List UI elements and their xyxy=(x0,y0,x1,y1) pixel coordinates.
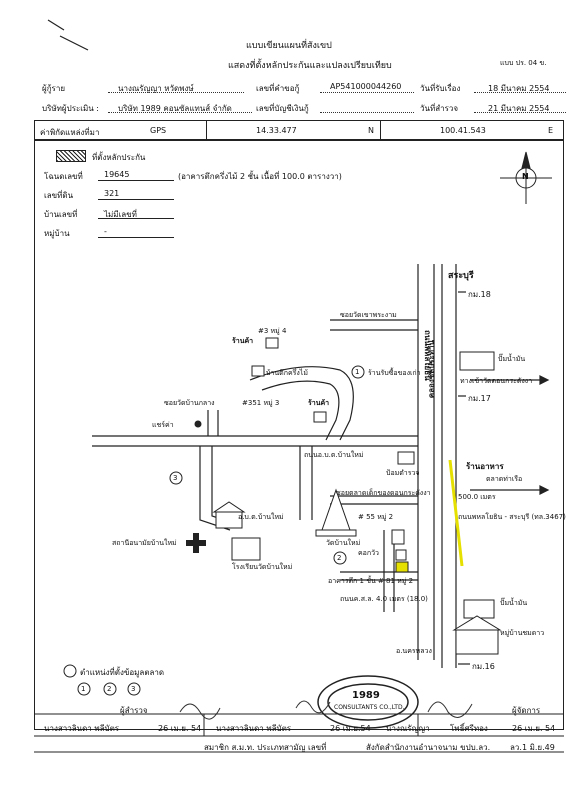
label-market: ตลาดท่าเรือ xyxy=(486,475,523,483)
coords-label: ค่าพิกัดแหล่งที่มา xyxy=(40,128,100,137)
north-icon: N xyxy=(522,172,529,181)
label-restaurant: ร้านอาหาร xyxy=(466,462,504,471)
borrower-label: ผู้กู้ราย xyxy=(42,84,66,93)
comparison-1: 1 xyxy=(81,685,86,693)
coords-lon: 100.41.543 xyxy=(440,126,486,135)
label-obt: อ.บ.ต.บ้านใหม่ xyxy=(238,513,284,521)
label-nakhon-luang: อ.นครหลวง xyxy=(396,647,432,655)
appraiser-co-value: บริษัท 1989 คอนซัลแทนส์ จำกัด xyxy=(118,104,232,113)
approver-date: 26 เม.ย. 54 xyxy=(512,724,556,733)
collateral-label: ที่ตั้งหลักประกัน xyxy=(92,153,146,162)
label-soi-ban-klang: ซอยวัดบ้านกลาง xyxy=(164,399,215,407)
account-label: เลขที่บัญชีเงินกู้ xyxy=(256,104,309,113)
deed-label: โฉนดเลขที่ xyxy=(44,172,83,181)
comparisons-label: ตำแหน่งที่ตั้งข้อมูลตลาด xyxy=(80,668,165,677)
label-n2: 2 xyxy=(337,554,342,562)
label-soi-market: ซอยตลาดเด็กของดอนกระดังงา xyxy=(336,489,431,497)
comparison-2: 2 xyxy=(107,685,112,693)
coords-n: N xyxy=(368,126,374,135)
label-kiosk: ป้อมตำรวจ xyxy=(386,469,420,477)
label-main-road: ถนนพหลโยธิน xyxy=(423,330,432,381)
page-title: แบบเขียนแผนที่สังเขป xyxy=(246,41,332,51)
label-gas-2: ปั๊มน้ำมัน xyxy=(500,599,528,607)
label-house-55: # 55 หมู่ 2 xyxy=(358,513,394,521)
loan-no-label: เลขที่คำขอกู้ xyxy=(256,84,300,93)
house-label: บ้านเลขที่ xyxy=(44,210,78,219)
surveyor-label: ผู้สำรวจ xyxy=(120,706,148,715)
checker-date: 26 เม.ย.54 xyxy=(330,724,371,733)
deed-value: 19645 xyxy=(104,170,130,179)
label-canal: คลองชลประทาน xyxy=(427,340,436,399)
label-house-351: #351 หมู่ 3 xyxy=(242,399,280,407)
surveyor-name: นางสาวลินดา พลีบัตร xyxy=(44,724,120,733)
member-date: ลว.1 มิ.ย.49 xyxy=(510,743,555,752)
village-label: หมู่บ้าน xyxy=(44,229,70,238)
label-soi-khao-yai: ซอยวัดเขาพระงาม xyxy=(340,311,397,319)
surveyor-date: 26 เม.ย. 54 xyxy=(158,724,202,733)
label-km17: กม.17 xyxy=(468,394,491,403)
label-ran-kha-1: ร้านค้า xyxy=(232,337,254,345)
page-subtitle: แสดงที่ตั้งหลักประกันและแปลงเปรียบเทียบ xyxy=(228,61,392,71)
label-house-4: #3 หมู่ 4 xyxy=(258,327,287,335)
received-label: วันที่รับเรื่อง xyxy=(420,84,461,93)
label-temple: วัดบ้านใหม่ xyxy=(326,539,361,547)
label-road-sign: ถนนพหลโยธิน - สระบุรี (ทล.3467) xyxy=(458,513,566,521)
manager-label: ผู้จัดการ xyxy=(512,706,541,715)
label-km18: กม.18 xyxy=(468,290,491,299)
appraiser-co-label: บริษัทผู้ประเมิน : xyxy=(42,104,99,113)
label-turn-sign: ทางเข้าวัดดอนกระดังงา xyxy=(460,377,533,385)
comparison-3: 3 xyxy=(131,685,136,693)
label-km16: กม.16 xyxy=(472,662,495,671)
label-recycle: ร้านรับซื้อของเก่า xyxy=(368,369,421,377)
stamp-text: 1989 xyxy=(352,690,380,701)
label-road-width: ถนนค.ส.ล. 4.0 เมตร (18.0) xyxy=(340,595,428,603)
label-village-2: หมู่บ้านชมดาว xyxy=(500,629,545,637)
collateral-swatch xyxy=(56,150,86,162)
deed-note: (อาคารตึกครึ่งไม้ 2 ชั้น เนื้อที่ 100.0 … xyxy=(178,172,342,181)
roads xyxy=(92,264,457,668)
label-clinic: สถานีอนามัยบ้านใหม่ xyxy=(112,539,177,547)
label-n3: 3 xyxy=(173,474,178,482)
coords-box xyxy=(34,120,564,140)
form-code: แบบ ปร. 04 ข. xyxy=(500,59,547,67)
coords-e: E xyxy=(548,126,554,135)
coords-lat: 14.33.477 xyxy=(256,126,297,135)
label-ran-kha-2: ร้านค้า xyxy=(308,399,330,407)
label-half-wood: บ้านตึกครึ่งไม้ xyxy=(266,369,308,377)
land-no-value: 321 xyxy=(104,189,120,198)
survey-label: วันที่สำรวจ xyxy=(420,104,459,113)
borrower-value: นางณรัญญา หวัดพงษ์ xyxy=(118,84,194,93)
loan-no-value: AP541000044260 xyxy=(330,82,402,91)
approver-role: โพธิ์ศรีทอง xyxy=(450,724,488,733)
survey-value: 21 มีนาคม 2554 xyxy=(488,104,550,113)
land-no-label: เลขที่ดิน xyxy=(44,191,74,200)
label-school: โรงเรียนวัดบ้านใหม่ xyxy=(232,563,293,571)
approver-name: นางณรัญญา xyxy=(386,724,430,733)
member-note-2: สังกัดสำนักงานอำนาจนาม ขปบ.ลว. xyxy=(366,743,491,752)
label-bridge: คอกวัว xyxy=(358,549,379,557)
coords-source: GPS xyxy=(150,126,167,135)
received-value: 18 มีนาคม 2554 xyxy=(488,84,550,93)
map-frame xyxy=(34,140,564,730)
label-collateral-note: อาคารตึก 1 ชั้น # 81 หมู่ 2 xyxy=(328,577,414,585)
label-road-ban-mai: ถนนอ.บ.ต.บ้านใหม่ xyxy=(304,451,364,459)
label-shop-3: แชร์ค่า xyxy=(152,421,174,429)
label-saraburi: สระบุรี xyxy=(448,271,474,281)
village-value: - xyxy=(104,227,107,236)
label-n1: 1 xyxy=(355,368,360,376)
stamp-sub: CONSULTANTS CO.,LTD. xyxy=(334,704,405,711)
label-gas: ปั๊มน้ำมัน xyxy=(498,355,526,363)
label-distance: 500.0 เมตร xyxy=(458,493,496,501)
house-value: ไม่มีเลขที่ xyxy=(104,210,137,219)
checker-name: นางสาวลินดา พลีบัตร xyxy=(216,724,292,733)
member-note: สมาชิก ส.ม.ท. ประเภทสามัญ เลขที่ xyxy=(204,743,327,752)
